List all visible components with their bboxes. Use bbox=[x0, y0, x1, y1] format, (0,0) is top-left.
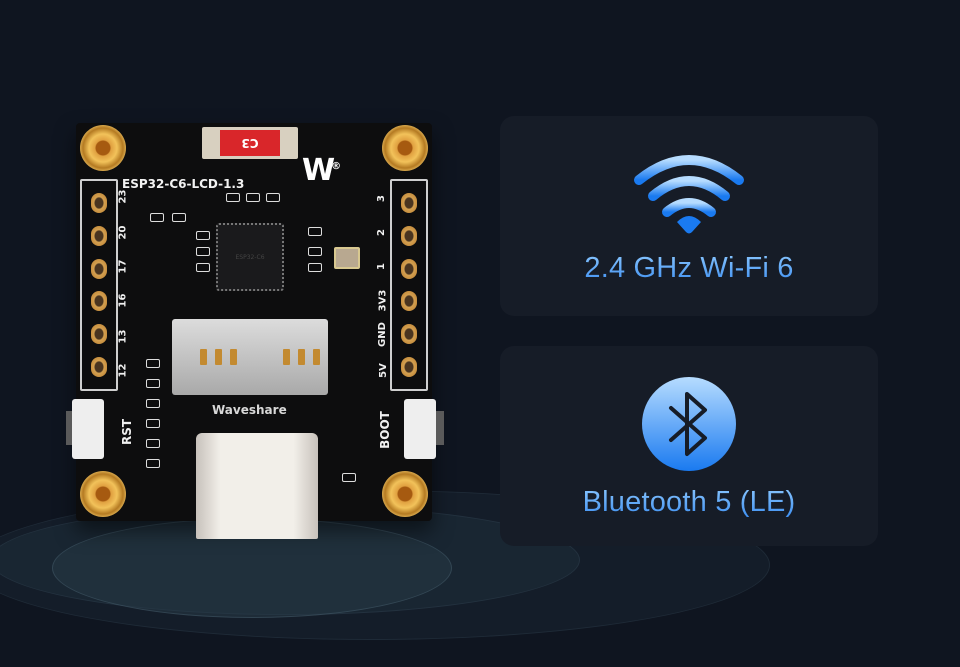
esp32-c6-board-image: C3 ESP32-C6-LCD-1.3 W® 23 20 17 16 13 12… bbox=[66, 123, 444, 539]
microsd-slot bbox=[172, 319, 328, 395]
pin-pad bbox=[91, 356, 107, 377]
boot-switch-tab bbox=[436, 411, 444, 445]
pin-label: GND bbox=[376, 322, 388, 347]
pin-pad bbox=[91, 193, 107, 214]
pin-pad bbox=[91, 225, 107, 246]
waveshare-logo: W® bbox=[302, 153, 342, 188]
smd-component bbox=[308, 227, 322, 236]
smd-component bbox=[196, 231, 210, 240]
pin-pad bbox=[401, 193, 417, 214]
bluetooth-feature-card: Bluetooth 5 (LE) bbox=[500, 346, 878, 546]
smd-component bbox=[146, 379, 160, 388]
pin-pad bbox=[401, 225, 417, 246]
pin-pad bbox=[91, 258, 107, 279]
rst-button bbox=[72, 399, 104, 459]
smd-component bbox=[308, 263, 322, 272]
esp32-c6-chip: ESP32-C6 bbox=[216, 223, 284, 291]
usb-c-connector bbox=[196, 433, 318, 539]
pin-label: 5V bbox=[377, 363, 389, 378]
pin-label: 2 bbox=[375, 229, 387, 236]
wifi-feature-card: 2.4 GHz Wi-Fi 6 bbox=[500, 116, 878, 316]
boot-label: BOOT bbox=[377, 411, 392, 449]
wifi-icon bbox=[633, 152, 745, 238]
smd-component bbox=[308, 247, 322, 256]
pin-label: 13 bbox=[117, 329, 129, 344]
bluetooth-feature-label: Bluetooth 5 (LE) bbox=[582, 486, 796, 518]
smd-component bbox=[146, 439, 160, 448]
pin-pad bbox=[401, 258, 417, 279]
pin-label: 23 bbox=[117, 189, 129, 204]
wifi-feature-label: 2.4 GHz Wi-Fi 6 bbox=[584, 252, 794, 284]
bluetooth-icon bbox=[641, 376, 737, 472]
crystal-oscillator bbox=[334, 247, 360, 269]
pin-label: 12 bbox=[117, 363, 129, 378]
pin-label: 1 bbox=[375, 263, 387, 270]
boot-button bbox=[404, 399, 436, 459]
pin-pad bbox=[401, 323, 417, 344]
rst-label: RST bbox=[120, 418, 135, 446]
smd-component bbox=[146, 359, 160, 368]
pin-label: 3 bbox=[375, 195, 387, 202]
pin-label: 3V3 bbox=[377, 289, 389, 312]
mounting-hole bbox=[382, 471, 428, 517]
right-pin-header bbox=[390, 179, 428, 391]
pin-label: 16 bbox=[117, 293, 129, 308]
board-model-label: ESP32-C6-LCD-1.3 bbox=[122, 177, 245, 191]
smd-component bbox=[146, 459, 160, 468]
smd-component bbox=[196, 247, 210, 256]
smd-component bbox=[226, 193, 240, 202]
ceramic-antenna: C3 bbox=[202, 127, 298, 159]
smd-component bbox=[246, 193, 260, 202]
mounting-hole bbox=[382, 125, 428, 171]
smd-component bbox=[150, 213, 164, 222]
left-pin-header bbox=[80, 179, 118, 391]
mounting-hole bbox=[80, 471, 126, 517]
smd-component bbox=[196, 263, 210, 272]
smd-component bbox=[342, 473, 356, 482]
smd-component bbox=[146, 419, 160, 428]
smd-component bbox=[146, 399, 160, 408]
pin-pad bbox=[401, 291, 417, 312]
antenna-label: C3 bbox=[220, 130, 280, 156]
pin-label: 17 bbox=[117, 259, 129, 274]
pin-pad bbox=[91, 323, 107, 344]
pin-pad bbox=[401, 356, 417, 377]
pin-label: 20 bbox=[117, 225, 129, 240]
smd-component bbox=[266, 193, 280, 202]
brand-silkscreen: Waveshare bbox=[212, 403, 287, 417]
mounting-hole bbox=[80, 125, 126, 171]
smd-component bbox=[172, 213, 186, 222]
pin-pad bbox=[91, 291, 107, 312]
rst-switch-tab bbox=[66, 411, 74, 445]
